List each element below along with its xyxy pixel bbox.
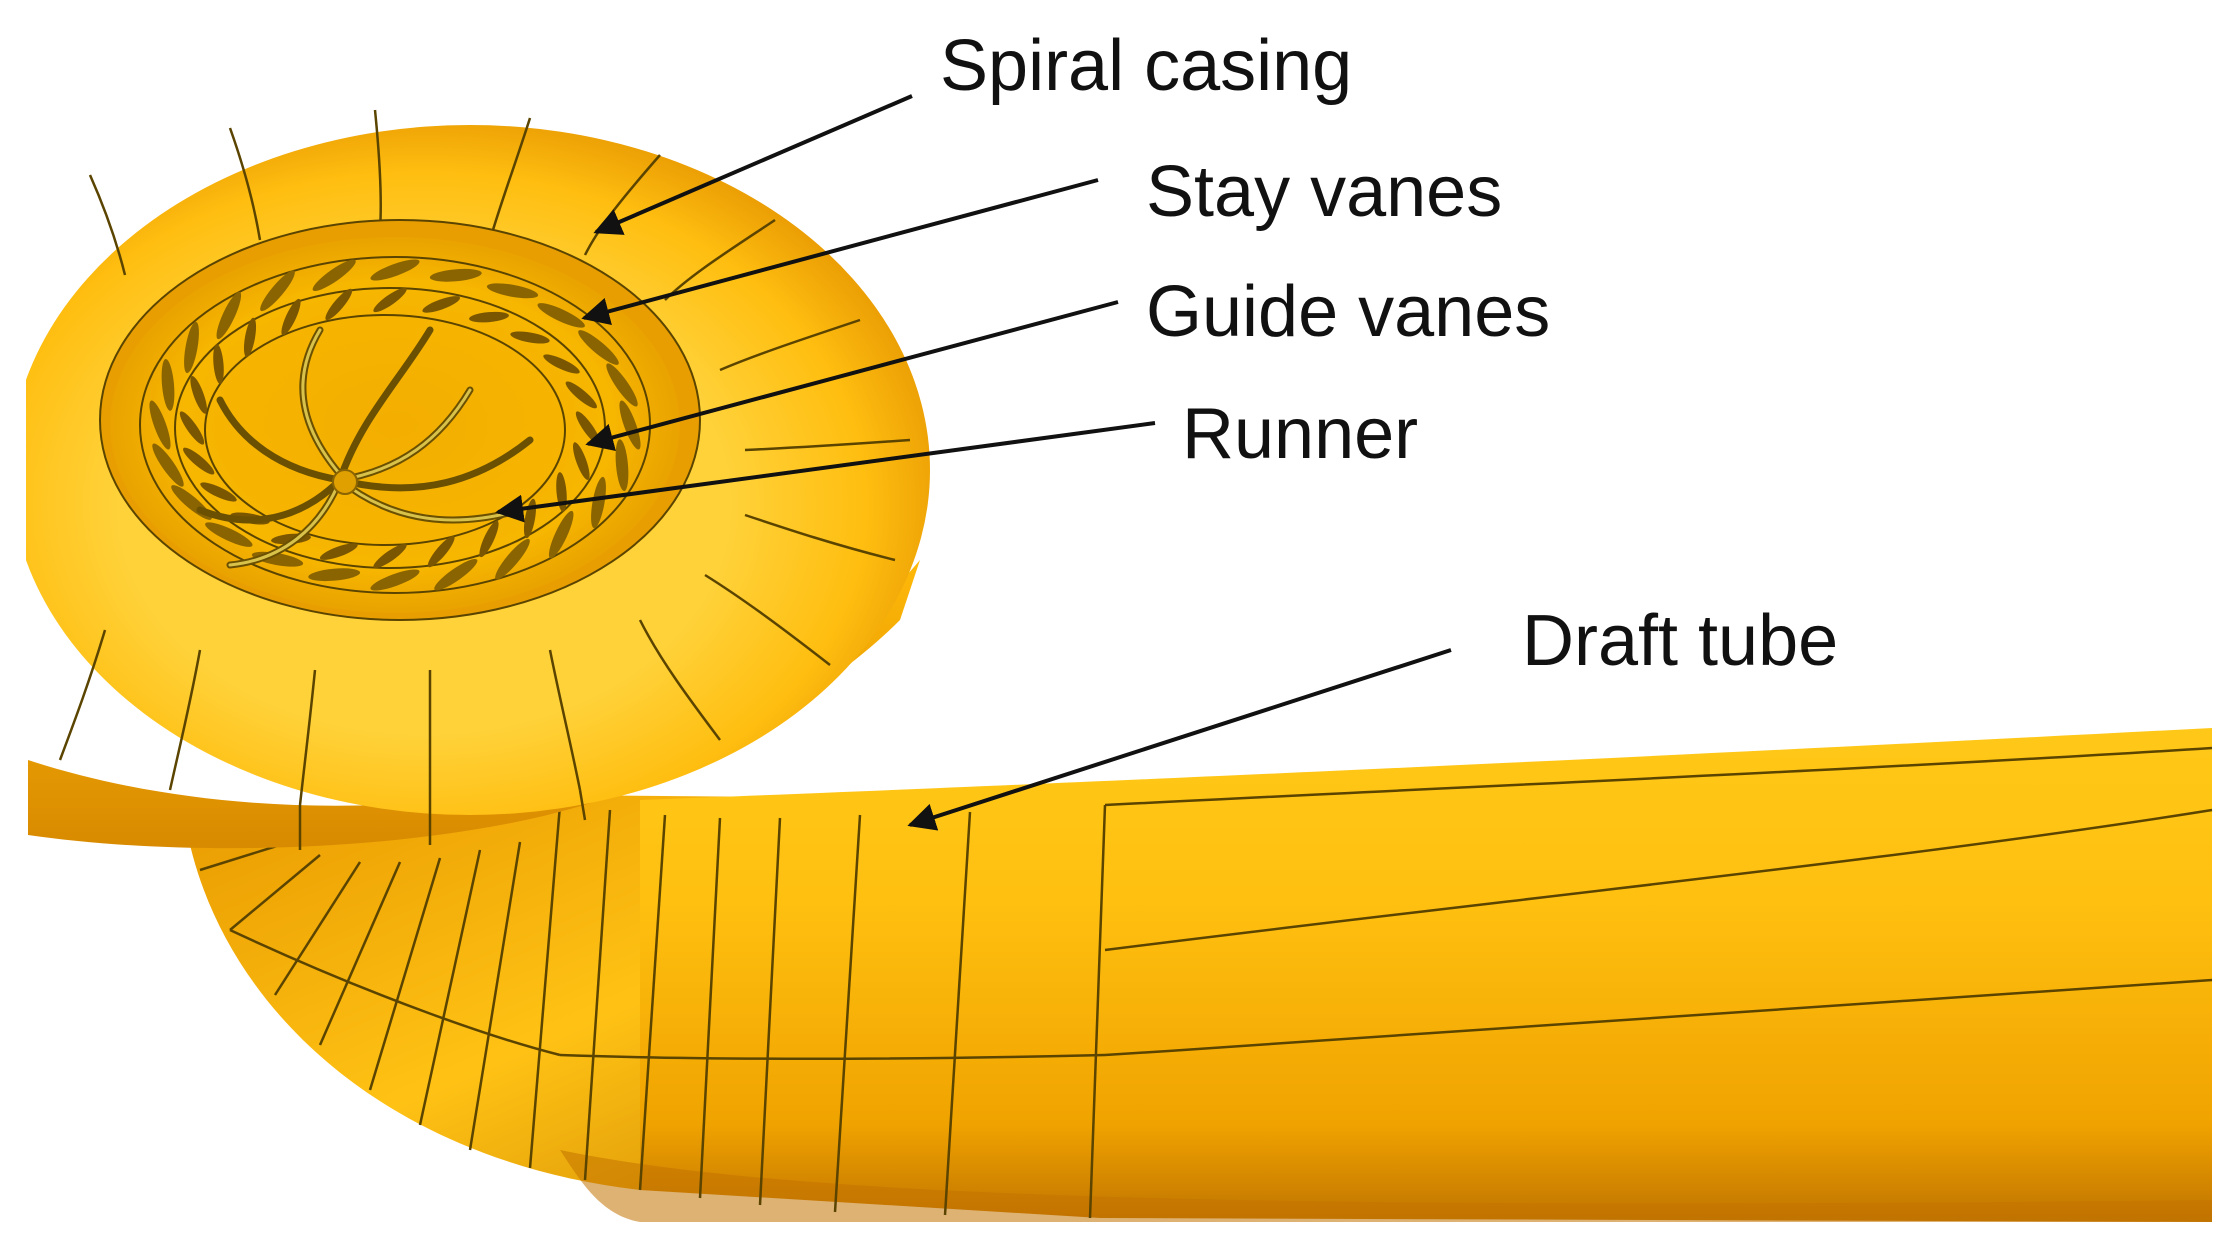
stay-vane <box>615 439 629 492</box>
guide-vane <box>543 354 580 374</box>
stay-vane <box>548 510 574 559</box>
guide-vane <box>190 376 207 414</box>
guide-vane <box>427 535 455 568</box>
draft-tube-diffuser <box>640 728 2212 1222</box>
draft-tube-shadow <box>560 1150 2212 1222</box>
stay-vane <box>434 558 478 591</box>
stay-vane <box>495 538 530 580</box>
runner-blade-highlights <box>228 328 522 567</box>
stay-vane <box>308 568 361 582</box>
arrow-spiral-casing <box>593 94 913 235</box>
guide-vane <box>183 447 215 475</box>
stay-vane <box>370 569 420 591</box>
stay-vane <box>429 268 482 282</box>
stay-vane <box>312 259 356 292</box>
guide-vane <box>373 287 407 313</box>
stay-vane <box>537 303 585 328</box>
arrow-draft-tube <box>907 648 1452 831</box>
guide-vane <box>243 317 257 358</box>
guide-vane <box>325 288 353 321</box>
label-guide-vanes: Guide vanes <box>1146 272 1551 352</box>
stay-vane <box>370 259 420 281</box>
guide-vane <box>479 520 499 558</box>
arrow-stay-vanes <box>581 178 1099 325</box>
spiral-casing-grid <box>58 109 911 850</box>
label-stay-vanes: Stay vanes <box>1146 152 1503 232</box>
guide-vane <box>373 543 407 569</box>
guide-vane <box>319 543 358 560</box>
arrow-runner <box>495 421 1156 523</box>
leader-arrows <box>495 94 1452 831</box>
spiral-casing <box>0 0 930 1257</box>
stay-vane <box>486 283 539 299</box>
stay-vane <box>606 363 638 407</box>
stay-vane <box>205 522 253 547</box>
stay-vane <box>161 358 175 411</box>
stay-vane <box>578 330 619 365</box>
stay-vane <box>184 321 199 374</box>
stay-vane <box>260 270 295 312</box>
stay-vane <box>619 400 641 450</box>
guide-vane <box>510 331 550 344</box>
stay-vane <box>216 291 242 340</box>
runner-hub <box>332 469 358 495</box>
guide-vane <box>565 381 597 409</box>
guide-vane <box>281 298 301 336</box>
guide-vane <box>179 411 205 445</box>
label-draft-tube: Draft tube <box>1522 601 1839 681</box>
guide-vane <box>422 296 461 313</box>
stay-vane <box>152 443 184 487</box>
stay-vane <box>149 400 171 450</box>
draft-tube <box>185 728 2213 1222</box>
guide-vane <box>200 482 237 502</box>
guide-vane <box>573 442 590 480</box>
arrow-guide-vanes <box>585 300 1119 452</box>
label-spiral-casing: Spiral casing <box>940 26 1353 106</box>
stay-vanes <box>149 259 641 591</box>
guide-vane <box>469 311 509 323</box>
guide-vane <box>213 344 224 384</box>
draft-tube-grid <box>199 746 2213 1219</box>
stay-vane <box>591 476 606 529</box>
label-runner: Runner <box>1182 394 1419 474</box>
